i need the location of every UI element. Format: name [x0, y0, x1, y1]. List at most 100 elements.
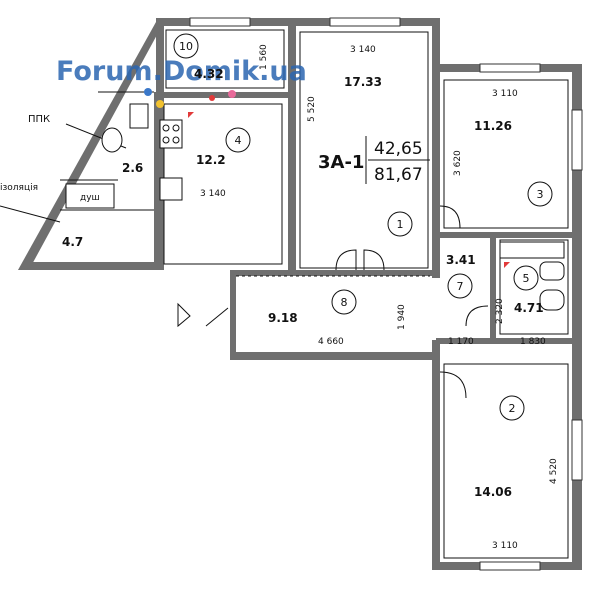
insulation-label: ізоляція [0, 183, 38, 193]
dimension-labels: 1 560 3 140 5 520 3 110 3 620 3 140 2 32… [200, 44, 559, 551]
wall-corridor-left [230, 276, 236, 360]
stove-burner-1 [162, 124, 170, 132]
door-room7-arc [465, 305, 489, 327]
walls [18, 18, 582, 570]
wall-kitchen-left [154, 92, 160, 270]
dim-1940: 1 940 [397, 304, 407, 330]
door-room2-arc [439, 371, 467, 399]
interior-lines [0, 29, 569, 559]
room-number-4: 4 [235, 134, 242, 147]
window-room3-top [479, 63, 541, 73]
room-number-3: 3 [537, 188, 544, 201]
room10-outline [165, 29, 285, 89]
door-entry [205, 307, 229, 327]
window-room1 [329, 17, 401, 27]
annotations: ППК душ ізоляція [0, 114, 100, 203]
watermark: Forum.Domik.ua [56, 56, 307, 87]
dim-1830: 1 830 [520, 337, 546, 347]
wall-bath-left [490, 232, 496, 342]
dot-blue [144, 88, 152, 96]
door-room1-arc-left [335, 249, 357, 271]
dim-2320: 2 320 [495, 298, 505, 324]
room-areas: 4.32 17.33 11.26 12.2 2.6 4.7 3.41 4.71 … [62, 67, 544, 499]
dim-4520: 4 520 [549, 458, 559, 484]
room-area-wc: 2.6 [122, 161, 143, 175]
washbasin [539, 289, 565, 311]
dim-3110-room3: 3 110 [492, 89, 518, 99]
wall-room3-bottom [436, 232, 576, 238]
room-area-4: 12.2 [196, 153, 226, 167]
room-area-7: 3.41 [446, 253, 476, 267]
wall-room10-bottom [160, 92, 290, 98]
stove-burner-3 [162, 136, 170, 144]
room-area-17: 17.33 [344, 75, 382, 89]
dot-pink [228, 90, 236, 98]
kitchen-sink [159, 177, 183, 201]
room-number-8: 8 [341, 296, 348, 309]
bathtub [499, 241, 565, 259]
wall-corridor-top [230, 270, 290, 276]
apartment-code-box: 3A-1 42,65 81,67 [318, 136, 430, 185]
stove-burner-4 [172, 136, 180, 144]
wc-sink [129, 103, 149, 129]
room-numbers: 10 4 1 3 7 5 8 2 [179, 40, 544, 415]
wall-room2-left [432, 340, 440, 570]
room-number-1: 1 [397, 218, 404, 231]
total-area: 81,67 [374, 165, 423, 185]
dim-3140-kitchen: 3 140 [200, 189, 226, 199]
ppk-label: ППК [28, 114, 50, 125]
room-area-10: 4.32 [194, 67, 224, 81]
stove [159, 119, 183, 149]
stove-burner-2 [172, 124, 180, 132]
dim-3140-room1: 3 140 [350, 45, 376, 55]
shower-tray [65, 183, 115, 209]
room3-outline [443, 79, 569, 229]
dim-4660: 4 660 [318, 337, 344, 347]
wall-room1-bottom [296, 270, 440, 276]
windows [189, 17, 583, 571]
window-room3-right [571, 109, 583, 171]
dim-3620: 3 620 [453, 150, 463, 176]
room-number-2: 2 [509, 402, 516, 415]
room-number-5: 5 [523, 272, 530, 285]
room-number-circles [173, 33, 553, 421]
toilet-bath [539, 261, 565, 281]
shower-label: душ [80, 193, 100, 203]
window-room10 [189, 17, 251, 27]
room-area-2: 14.06 [474, 485, 512, 499]
markers [144, 88, 510, 268]
insulation-leader [0, 205, 61, 223]
wall-kitchen-right [288, 18, 296, 276]
room-area-8: 9.18 [268, 311, 298, 325]
room-area-5: 4.71 [514, 301, 544, 315]
wall-bath-bottom [436, 338, 576, 344]
wall-room3-right [572, 64, 582, 570]
red-marker-kitchen [188, 112, 194, 118]
door-room3-arc [439, 205, 461, 229]
apartment-code: 3A-1 [318, 152, 364, 173]
wall-corridor-bottom [230, 352, 440, 360]
window-room2-bottom [479, 561, 541, 571]
door-room1-arc-right [363, 249, 385, 271]
dim-3110-room2: 3 110 [492, 541, 518, 551]
dim-1170: 1 170 [448, 337, 474, 347]
red-marker-bath [504, 262, 510, 268]
entry-arrow [177, 302, 191, 328]
room-number-7: 7 [457, 280, 464, 293]
toilet-wc [101, 127, 123, 153]
room-area-3: 11.26 [474, 119, 512, 133]
window-room2-right [571, 419, 583, 481]
dot-yellow [156, 100, 164, 108]
room2-outline [443, 363, 569, 559]
wall-room1-right [432, 18, 440, 278]
dim-5520: 5 520 [307, 96, 317, 122]
room-area-balcony: 4.7 [62, 235, 83, 249]
balcony-diagonal-wall [18, 22, 164, 270]
dim-1560: 1 560 [259, 44, 269, 70]
living-area: 42,65 [374, 139, 423, 159]
dot-red [209, 95, 215, 101]
fixtures [65, 103, 565, 311]
room-number-10: 10 [179, 40, 193, 53]
bath-outline [499, 239, 569, 335]
